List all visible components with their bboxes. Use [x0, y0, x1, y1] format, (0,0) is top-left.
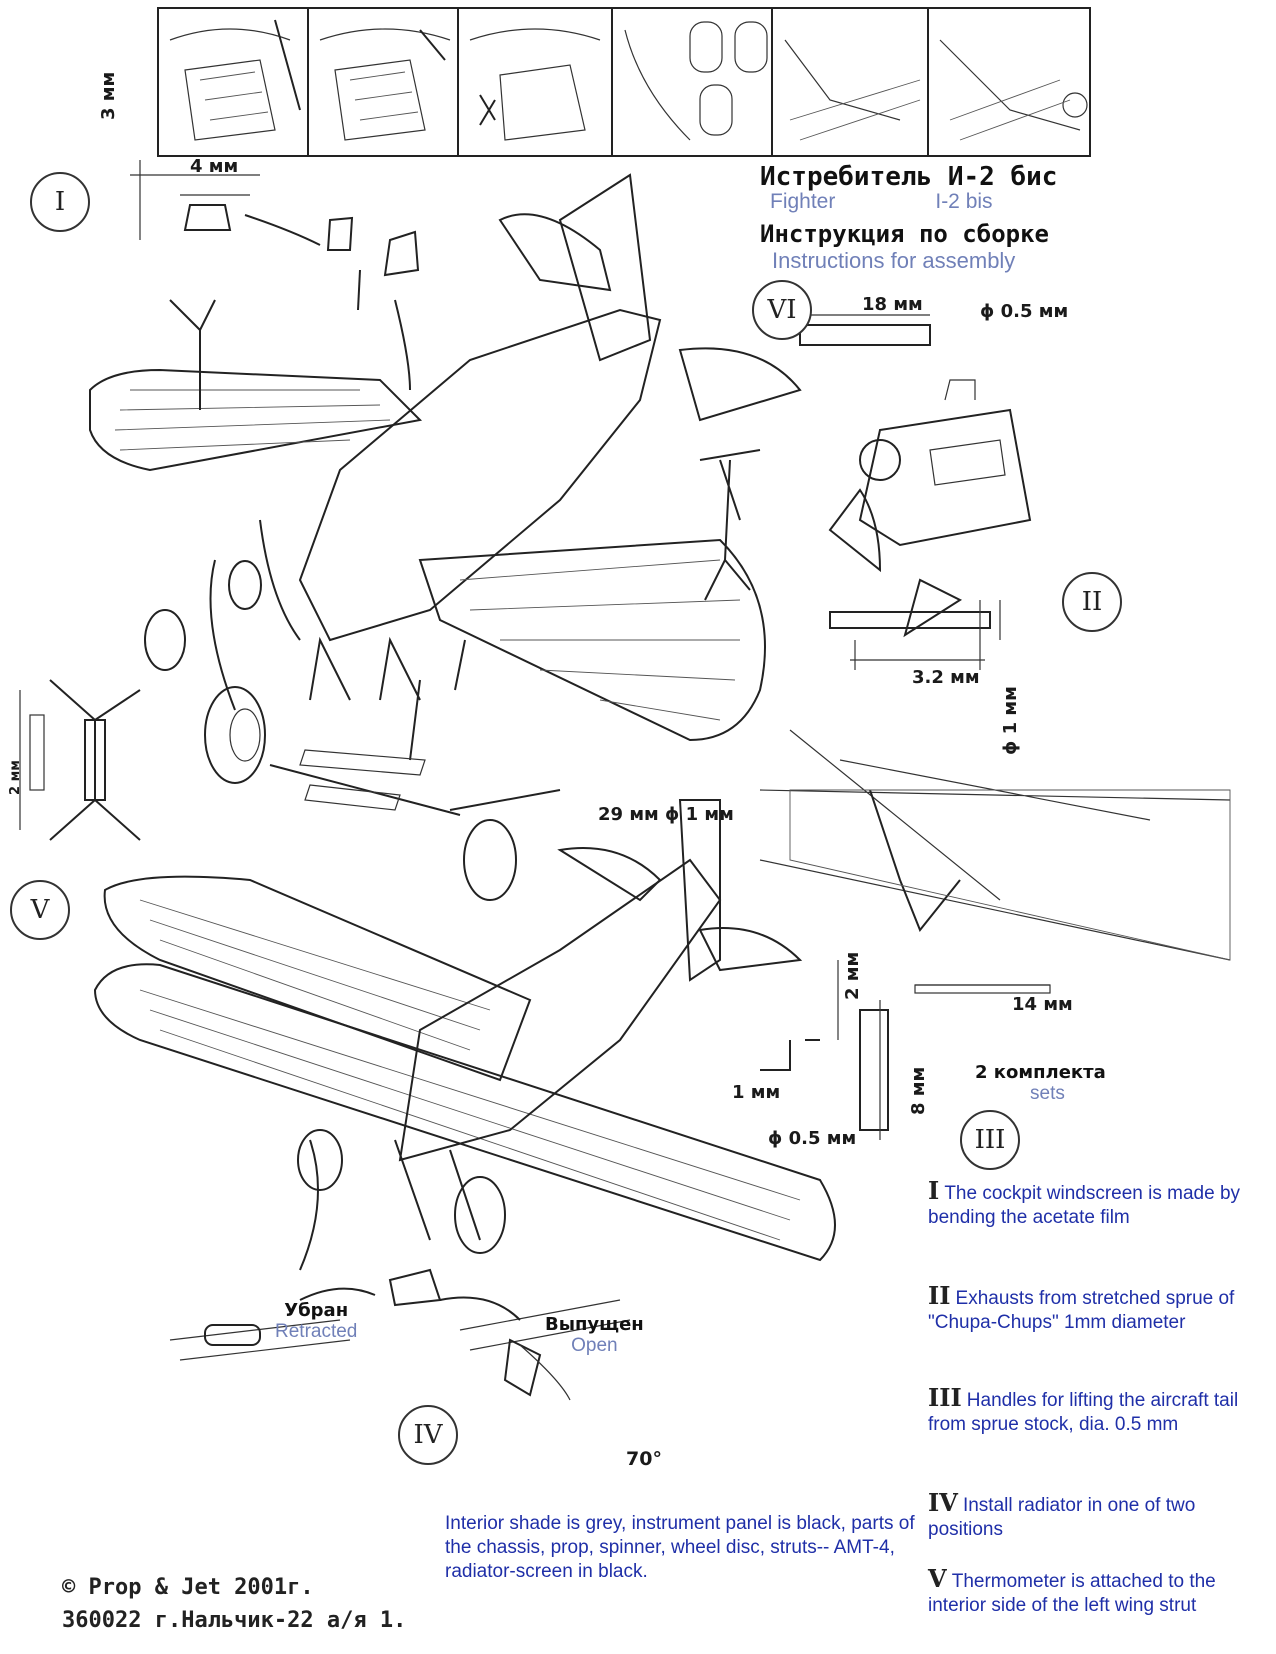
- interior-note: Interior shade is grey, instrument panel…: [445, 1513, 915, 1582]
- note-item: III Handles for lifting the aircraft tai…: [928, 1383, 1268, 1488]
- instruction-strip: [157, 7, 1091, 157]
- note-number: IV: [928, 1488, 958, 1517]
- dim-14mm: 14 мм: [1012, 994, 1073, 1015]
- dim-32mm: 3.2 мм: [912, 667, 980, 688]
- angle-70: 70°: [626, 1448, 662, 1470]
- note-text: Thermometer is attached to the interior …: [928, 1571, 1216, 1616]
- note-item: I The cockpit windscreen is made by bend…: [928, 1176, 1268, 1281]
- dim-windscreen: [130, 160, 321, 246]
- dim-vi: [799, 314, 931, 346]
- dim-05mm-bottom: ϕ 0.5 мм: [768, 1128, 857, 1149]
- dim-3mm: 3 мм: [98, 71, 119, 120]
- dim-29mm: 29 мм ϕ 1 мм: [598, 804, 734, 825]
- marker-V: V: [10, 880, 70, 940]
- note-number: I: [928, 1176, 940, 1205]
- handle-detail: [760, 960, 1051, 1140]
- title-en-row: Fighter I-2 bis: [770, 190, 1100, 214]
- title-en-left: Fighter: [770, 190, 836, 213]
- dim-4mm: 4 мм: [190, 156, 239, 177]
- dim-2mm: 2 мм: [842, 951, 863, 1000]
- copyright: © Prop & Jet 2001г.: [62, 1575, 314, 1600]
- note-text: Exhausts from stretched sprue of "Chupa-…: [928, 1288, 1235, 1333]
- dim-2mm-v: 2 мм: [8, 760, 23, 795]
- dim-8mm: 8 мм: [908, 1066, 929, 1115]
- subtitle-en: Instructions for assembly: [772, 248, 1016, 273]
- note-item: V Thermometer is attached to the interio…: [928, 1564, 1268, 1654]
- notes-list: I The cockpit windscreen is made by bend…: [928, 1176, 1268, 1654]
- open-ru: Выпущен: [545, 1314, 644, 1335]
- sets-block: 2 комплекта sets: [975, 1062, 1106, 1105]
- sets-en: sets: [1030, 1083, 1065, 1104]
- marker-I: I: [30, 172, 90, 232]
- subtitle-ru: Инструкция по сборке: [760, 220, 1049, 248]
- title-en-right: I-2 bis: [935, 190, 993, 213]
- note-item: IV Install radiator in one of two positi…: [928, 1488, 1268, 1564]
- note-text: The cockpit windscreen is made by bendin…: [928, 1183, 1241, 1228]
- footer: © Prop & Jet 2001г. 360022 г.Нальчик-22 …: [62, 1575, 406, 1633]
- marker-II: II: [1062, 572, 1122, 632]
- dim-1mm: 1 мм: [732, 1082, 781, 1103]
- note-number: V: [928, 1564, 947, 1593]
- open-en: Open: [571, 1335, 618, 1356]
- dim-05mm-top: ϕ 0.5 мм: [980, 301, 1069, 322]
- radiator-positions: [169, 1287, 631, 1401]
- header-block: Истребитель И-2 бис Fighter I-2 bis Инст…: [760, 162, 1100, 274]
- dim-18mm: 18 мм: [862, 294, 923, 315]
- sets-ru: 2 комплекта: [975, 1062, 1106, 1083]
- dim-exhaust: [829, 600, 1001, 670]
- note-text: Handles for lifting the aircraft tail fr…: [928, 1390, 1239, 1435]
- aircraft-lower: [93, 799, 836, 1307]
- marker-VI: VI: [752, 280, 812, 340]
- aircraft-upper: [89, 173, 802, 901]
- strut-detail: [759, 729, 1231, 961]
- note-number: II: [928, 1281, 951, 1310]
- marker-III: III: [960, 1110, 1020, 1170]
- retracted-block: Убран Retracted: [275, 1300, 357, 1343]
- dim-1mm-vert: ϕ 1 мм: [1000, 686, 1021, 755]
- engine-detail: [828, 379, 1032, 638]
- note-text: Install radiator in one of two positions: [928, 1495, 1196, 1540]
- thermometer-detail: [19, 679, 141, 841]
- retracted-en: Retracted: [275, 1321, 358, 1342]
- open-block: Выпущен Open: [545, 1314, 644, 1357]
- retracted-ru: Убран: [284, 1300, 349, 1321]
- title-ru: Истребитель И-2 бис: [760, 162, 1058, 192]
- address: 360022 г.Нальчик-22 а/я 1.: [62, 1608, 407, 1633]
- note-item: II Exhausts from stretched sprue of "Chu…: [928, 1281, 1268, 1383]
- note-number: III: [928, 1383, 962, 1412]
- marker-IV: IV: [398, 1405, 458, 1465]
